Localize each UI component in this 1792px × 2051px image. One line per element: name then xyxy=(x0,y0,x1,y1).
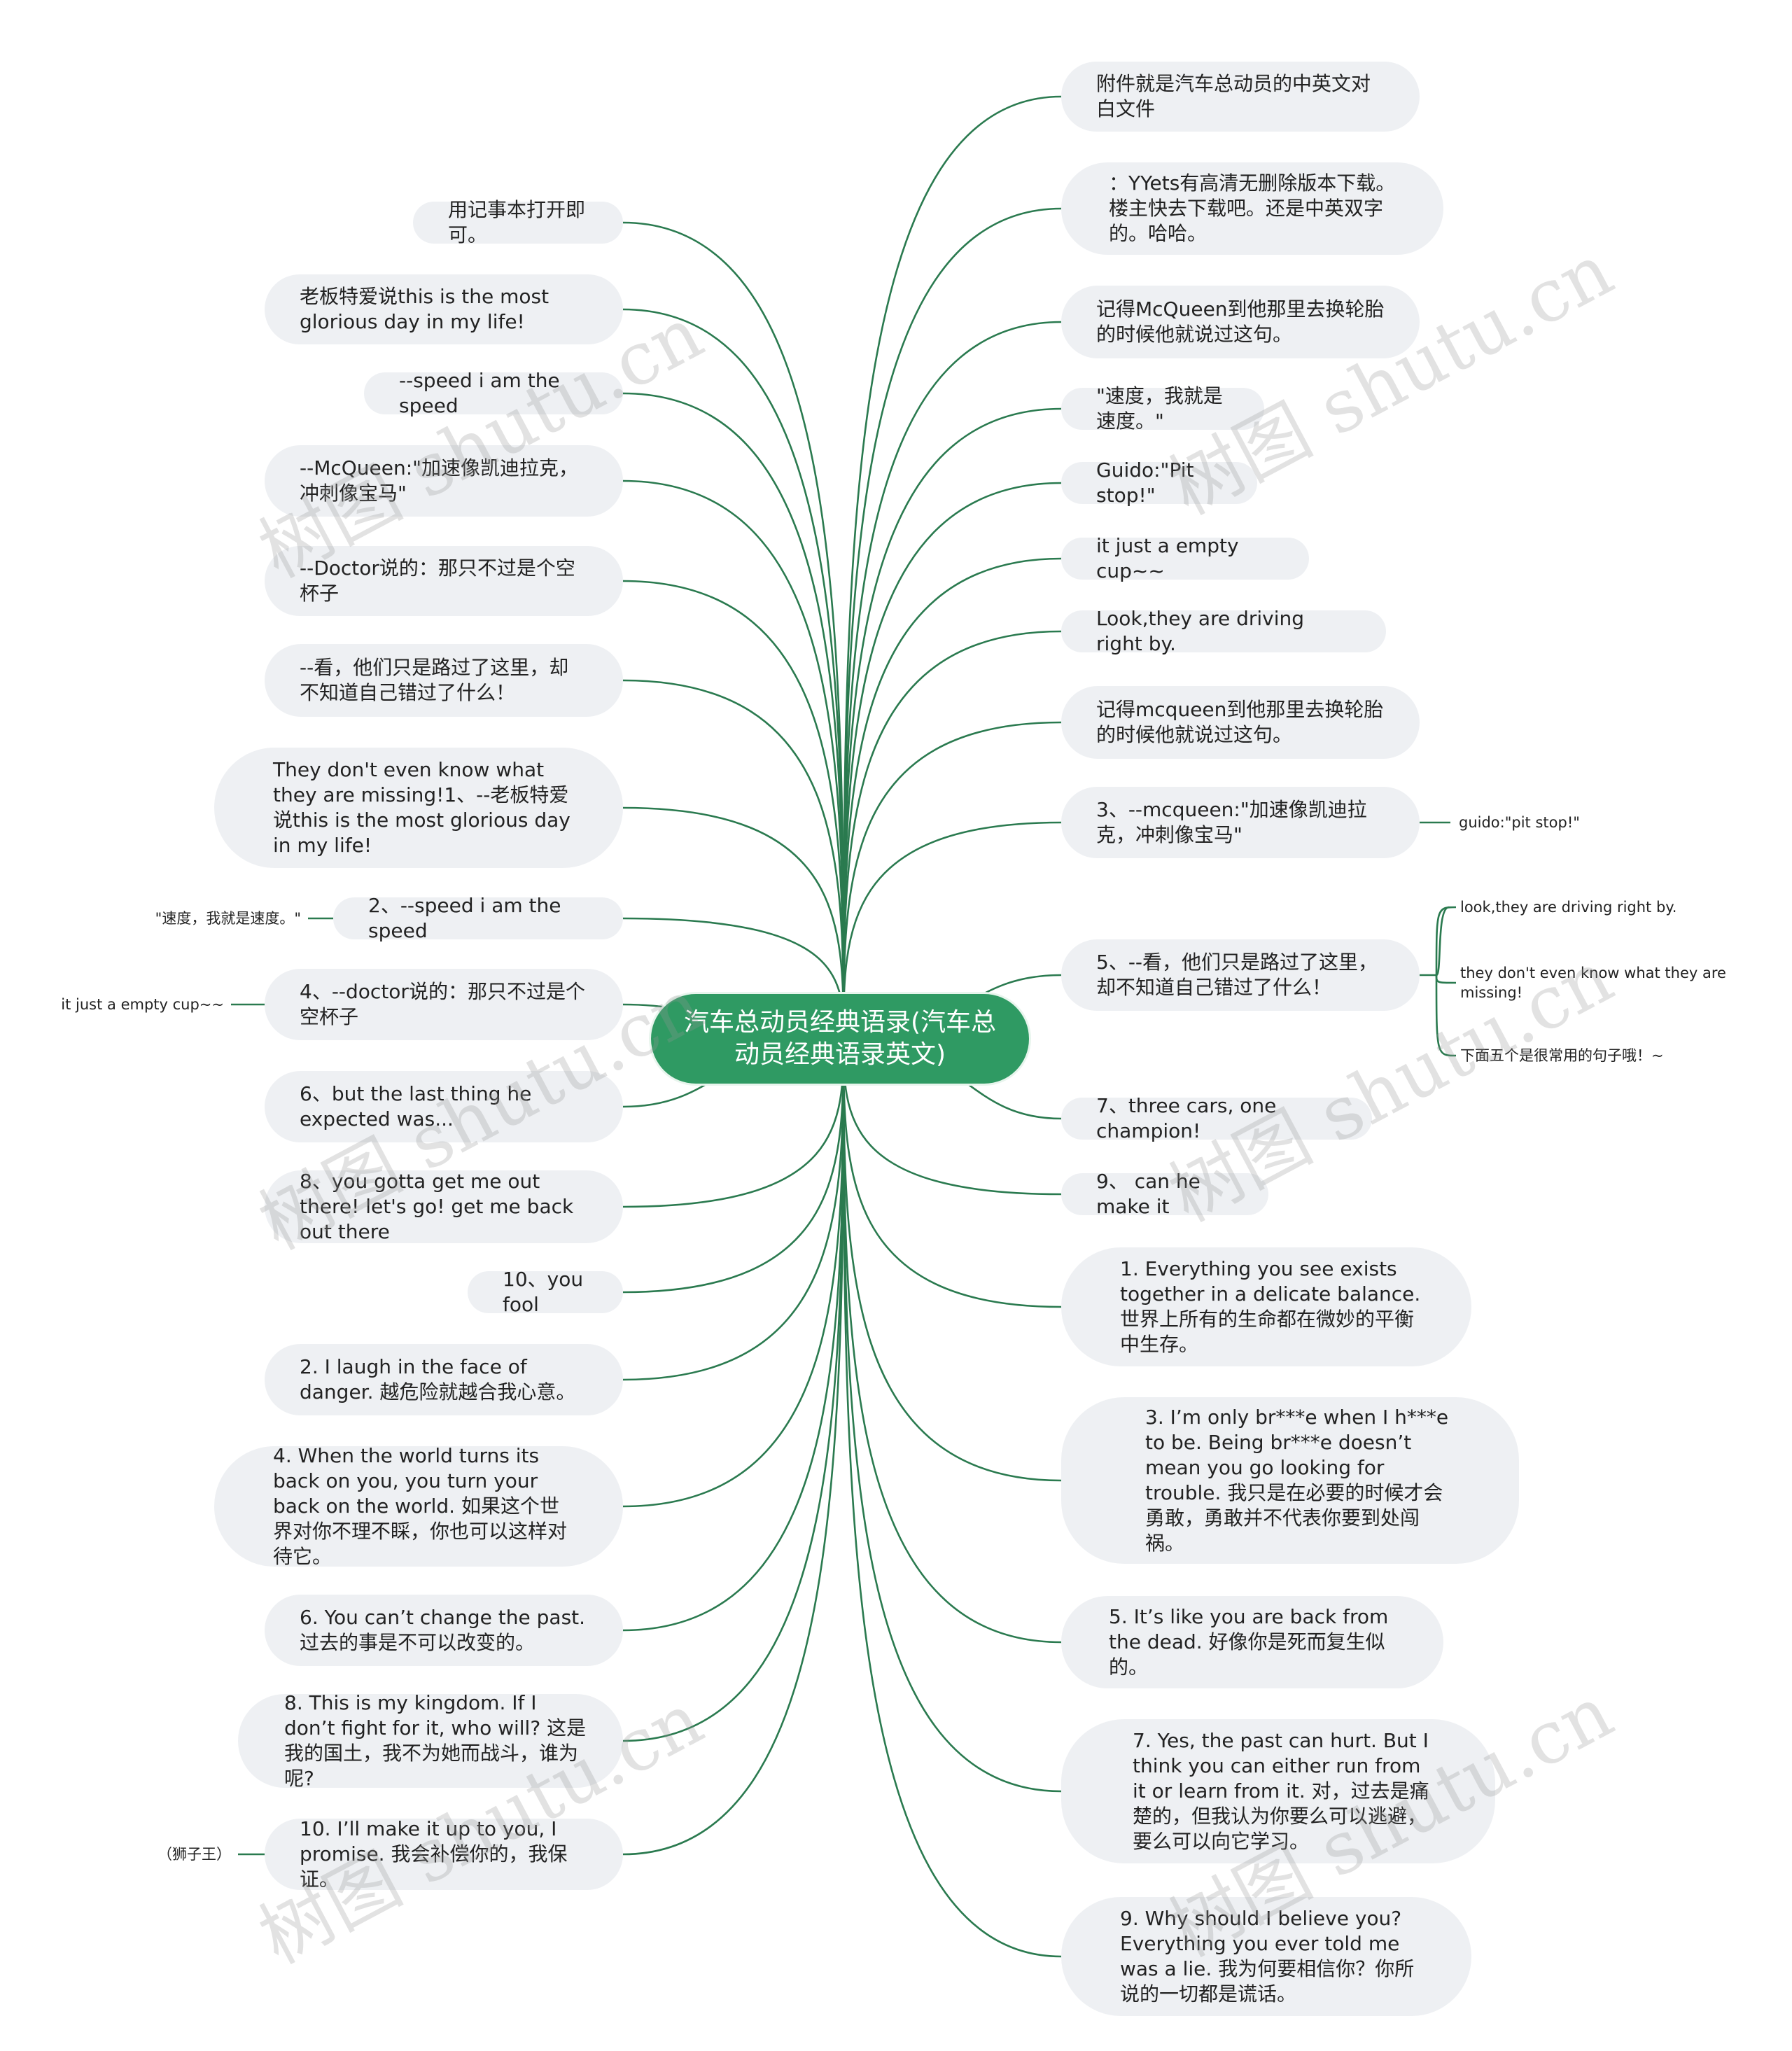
connector-line xyxy=(622,679,845,1040)
right-branch-7[interactable]: Look,they are driving right by. xyxy=(1061,607,1386,655)
left-branch-5[interactable]: --Doctor说的：那只不过是个空杯子 xyxy=(265,546,623,616)
left-branch-17[interactable]: 10. I’ll make it up to you, I promise. 我… xyxy=(265,1817,623,1891)
left-branch-13[interactable]: 2. I laugh in the face of danger. 越危险就越合… xyxy=(265,1344,623,1415)
left-branch-10[interactable]: 6、but the last thing he expected was... xyxy=(265,1071,623,1142)
right-leaf-10-1[interactable]: look,they are driving right by. xyxy=(1460,899,1677,916)
right-branch-5[interactable]: Guido:"Pit stop!" xyxy=(1061,458,1257,507)
connector-line xyxy=(842,1038,1062,1958)
connector-line xyxy=(842,1038,1062,1482)
connector-line xyxy=(842,721,1062,1040)
right-leaf-10-3[interactable]: 下面五个是很常用的句子哦！~ xyxy=(1460,1047,1664,1064)
right-branch-13[interactable]: 1. Everything you see exists together in… xyxy=(1061,1247,1471,1366)
connector-line xyxy=(622,308,845,1040)
connector-line xyxy=(842,482,1062,1040)
left-branch-6[interactable]: --看，他们只是路过了这里，却不知道自己错过了什么！ xyxy=(265,644,623,717)
left-leaf-8[interactable]: "速度，我就是速度。" xyxy=(155,910,301,927)
right-branch-6[interactable]: it just a empty cup~~ xyxy=(1061,534,1309,582)
right-leaf-10-2[interactable]: they don't even know what they are missi… xyxy=(1460,965,1731,1001)
right-leaf-9-1[interactable]: guido:"pit stop!" xyxy=(1459,814,1580,831)
right-branch-14[interactable]: 3. I’m only br***e when I h***e to be. B… xyxy=(1061,1397,1519,1564)
right-branch-4[interactable]: "速度，我就是速度。" xyxy=(1061,384,1264,433)
right-branch-2[interactable]: ：YYets有高清无删除版本下载。楼主快去下载吧。还是中英双字的。哈哈。 xyxy=(1061,162,1443,255)
left-branch-4[interactable]: --McQueen:"加速像凯迪拉克，冲刺像宝马" xyxy=(265,445,623,517)
right-branch-1[interactable]: 附件就是汽车总动员的中英文对白文件 xyxy=(1061,62,1420,132)
connector-line xyxy=(842,1038,1062,1644)
left-branch-11[interactable]: 8、you gotta get me out there! let's go! … xyxy=(265,1170,623,1243)
left-branch-15[interactable]: 6. You can’t change the past. 过去的事是不可以改变… xyxy=(265,1595,623,1666)
connector-line xyxy=(842,821,1062,1040)
right-branch-12[interactable]: 9、 can he make it xyxy=(1061,1170,1268,1218)
connector-line xyxy=(842,557,1062,1040)
connector-line xyxy=(622,1038,845,1508)
connector-line xyxy=(842,321,1062,1040)
connector-line xyxy=(622,1038,845,1856)
left-branch-9[interactable]: 4、--doctor说的：那只不过是个空杯子 xyxy=(265,969,623,1040)
right-branch-15[interactable]: 5. It’s like you are back from the dead.… xyxy=(1061,1596,1443,1688)
right-branch-3[interactable]: 记得McQueen到他那里去换轮胎的时候他就说过这句。 xyxy=(1061,286,1420,358)
left-branch-14[interactable]: 4. When the world turns its back on you,… xyxy=(214,1444,623,1568)
connector-line xyxy=(842,207,1062,1040)
left-branch-12[interactable]: 10、you fool xyxy=(468,1268,623,1316)
right-branch-17[interactable]: 9. Why should I believe you? Everything … xyxy=(1061,1897,1471,2016)
connector-line xyxy=(622,479,845,1040)
left-branch-2[interactable]: 老板特爱说this is the most glorious day in my… xyxy=(265,274,623,344)
left-branch-7[interactable]: They don't even know what they are missi… xyxy=(214,748,623,868)
left-leaf-9[interactable]: it just a empty cup~~ xyxy=(61,996,224,1013)
right-branch-16[interactable]: 7. Yes, the past can hurt. But I think y… xyxy=(1061,1719,1495,1863)
right-branch-8[interactable]: 记得mcqueen到他那里去换轮胎的时候他就说过这句。 xyxy=(1061,686,1420,759)
right-branch-11[interactable]: 7、three cars, one champion! xyxy=(1061,1094,1372,1142)
connector-line xyxy=(622,221,845,1040)
leaf-connector xyxy=(1435,974,1457,1057)
central-topic[interactable]: 汽车总动员经典语录(汽车总动员经典语录英文) xyxy=(651,994,1029,1084)
leaf-connector xyxy=(1435,906,1457,976)
connector-line xyxy=(842,95,1062,1040)
left-branch-1[interactable]: 用记事本打开即可。 xyxy=(413,198,623,246)
left-branch-3[interactable]: --speed i am the speed xyxy=(364,369,623,417)
connector-line xyxy=(622,1038,845,1381)
right-branch-9[interactable]: 3、--mcqueen:"加速像凯迪拉克，冲刺像宝马" xyxy=(1061,787,1420,858)
leaf-connector xyxy=(1435,974,1457,984)
connector-line xyxy=(622,580,845,1040)
left-branch-8[interactable]: 2、--speed i am the speed xyxy=(333,894,623,942)
left-branch-16[interactable]: 8. This is my kingdom. If I don’t fight … xyxy=(238,1691,623,1790)
right-branch-10[interactable]: 5、--看，他们只是路过了这里，却不知道自己错过了什么！ xyxy=(1061,939,1420,1011)
connector-line xyxy=(622,392,845,1040)
left-leaf-17[interactable]: （狮子王） xyxy=(158,1846,231,1863)
connector-line xyxy=(622,1038,845,1632)
connector-line xyxy=(622,1038,845,1742)
